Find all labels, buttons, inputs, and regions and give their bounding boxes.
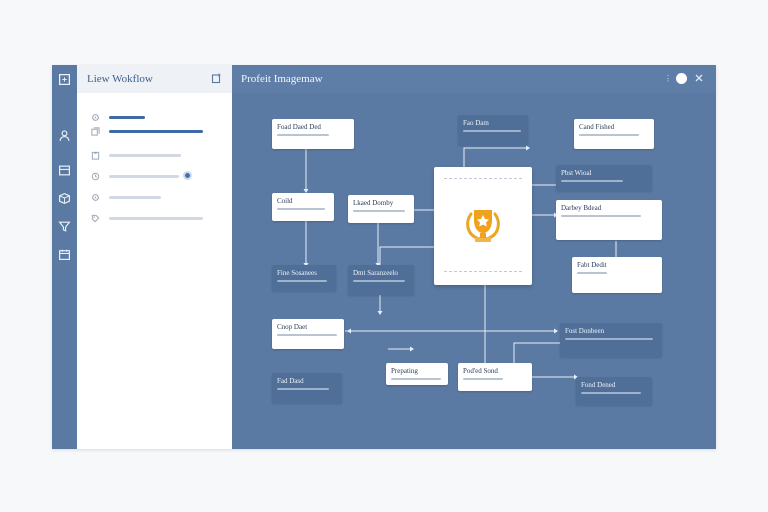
workflow-node[interactable]: Fond Dened xyxy=(576,377,652,405)
node-detail xyxy=(579,134,639,136)
sidebar-item-2[interactable] xyxy=(91,125,221,139)
canvas-topbar: Profeit Imagemaw ⋮ xyxy=(232,65,716,93)
workflow-node[interactable]: Darbey Bdead xyxy=(556,200,662,240)
user-icon[interactable] xyxy=(58,129,71,142)
clock-icon xyxy=(91,172,100,181)
trophy-icon xyxy=(466,210,500,242)
inbox-icon[interactable] xyxy=(58,164,71,177)
sidebar-item-4[interactable] xyxy=(91,170,221,184)
workflow-node[interactable]: Pod'ed Sond xyxy=(458,363,532,391)
node-detail xyxy=(277,208,325,210)
node-label: Fao Dam xyxy=(463,119,489,127)
sidebar-item-6[interactable] xyxy=(91,212,221,226)
node-detail xyxy=(463,378,503,380)
node-label: Fine Sosanees xyxy=(277,269,317,277)
node-detail xyxy=(277,334,337,336)
node-detail xyxy=(581,392,641,394)
workflow-node[interactable]: Foad Daed Ded xyxy=(272,119,354,149)
node-detail xyxy=(577,272,607,274)
divider xyxy=(444,271,522,272)
workflow-node[interactable]: Fao Dam xyxy=(458,115,528,145)
clipboard-icon xyxy=(91,151,100,160)
node-label: Fost Donbeen xyxy=(565,327,605,335)
node-label: Darbey Bdead xyxy=(561,204,602,212)
node-detail xyxy=(565,338,653,340)
workflow-node[interactable]: Prepating xyxy=(386,363,448,385)
box-icon[interactable] xyxy=(58,192,71,205)
divider xyxy=(444,178,522,179)
gear-icon xyxy=(91,193,100,202)
node-label: Coild xyxy=(277,197,293,205)
workflow-node[interactable]: Fabt Dedit xyxy=(572,257,662,293)
node-detail xyxy=(353,210,405,212)
sidebar-header: Liew Wokflow xyxy=(77,65,232,93)
sidebar-title: Liew Wokflow xyxy=(87,73,153,85)
node-detail xyxy=(561,215,641,217)
node-label: Lkaed Domby xyxy=(353,199,394,207)
node-label: Cand Fished xyxy=(579,123,615,131)
workflow-node[interactable]: Lkaed Domby xyxy=(348,195,414,223)
node-label: Fond Dened xyxy=(581,381,616,389)
sidebar-item-3[interactable] xyxy=(91,149,221,163)
node-detail xyxy=(277,388,329,390)
node-detail xyxy=(561,180,623,182)
sidebar-item-1[interactable] xyxy=(91,111,221,125)
workflow-node[interactable]: Cand Fished xyxy=(574,119,654,149)
sidebar-item-bar xyxy=(109,196,161,199)
notification-badge xyxy=(183,171,192,180)
workflow-node[interactable]: Pbst Wioal xyxy=(556,165,652,191)
node-label: Pbst Wioal xyxy=(561,169,592,177)
workflow-node[interactable]: Fad Dasd xyxy=(272,373,342,403)
workflow-node[interactable]: Cnop Daet xyxy=(272,319,344,349)
avatar[interactable] xyxy=(676,73,687,84)
sidebar-item-bar xyxy=(109,154,181,157)
icon-rail xyxy=(52,65,77,449)
funnel-icon[interactable] xyxy=(58,220,71,233)
sidebar-item-5[interactable] xyxy=(91,191,221,205)
goal-node[interactable] xyxy=(434,167,532,285)
close-icon[interactable] xyxy=(694,73,704,83)
workflow-node[interactable]: Dmt Saranzeelo xyxy=(348,265,414,295)
workflow-node[interactable]: Coild xyxy=(272,193,334,221)
node-label: Prepating xyxy=(391,367,418,375)
tag-icon xyxy=(91,214,100,223)
node-detail xyxy=(277,280,327,282)
canvas-title: Profeit Imagemaw xyxy=(241,73,323,85)
node-detail xyxy=(391,378,441,380)
more-icon[interactable]: ⋮ xyxy=(664,74,672,83)
workflow-node[interactable]: Fost Donbeen xyxy=(560,323,662,357)
sidebar-item-bar xyxy=(109,175,179,178)
node-label: Foad Daed Ded xyxy=(277,123,321,131)
calendar-icon[interactable] xyxy=(58,248,71,261)
copy-icon xyxy=(91,127,100,136)
home-icon[interactable] xyxy=(58,73,71,86)
workflow-sidebar: Liew Wokflow xyxy=(77,65,232,449)
node-detail xyxy=(463,130,521,132)
node-label: Fad Dasd xyxy=(277,377,304,385)
sidebar-item-bar xyxy=(109,130,203,133)
node-label: Dmt Saranzeelo xyxy=(353,269,398,277)
node-label: Pod'ed Sond xyxy=(463,367,498,375)
workflow-canvas[interactable]: Profeit Imagemaw ⋮ xyxy=(232,65,716,449)
app-window: Liew Wokflow xyxy=(52,65,716,449)
workflow-node[interactable]: Fine Sosanees xyxy=(272,265,336,291)
sidebar-item-bar xyxy=(109,116,145,119)
sidebar-item-bar xyxy=(109,217,203,220)
node-detail xyxy=(277,134,329,136)
node-label: Cnop Daet xyxy=(277,323,308,331)
node-detail xyxy=(353,280,405,282)
node-label: Fabt Dedit xyxy=(577,261,607,269)
gear-icon xyxy=(91,113,100,122)
new-workflow-icon[interactable] xyxy=(211,72,223,84)
